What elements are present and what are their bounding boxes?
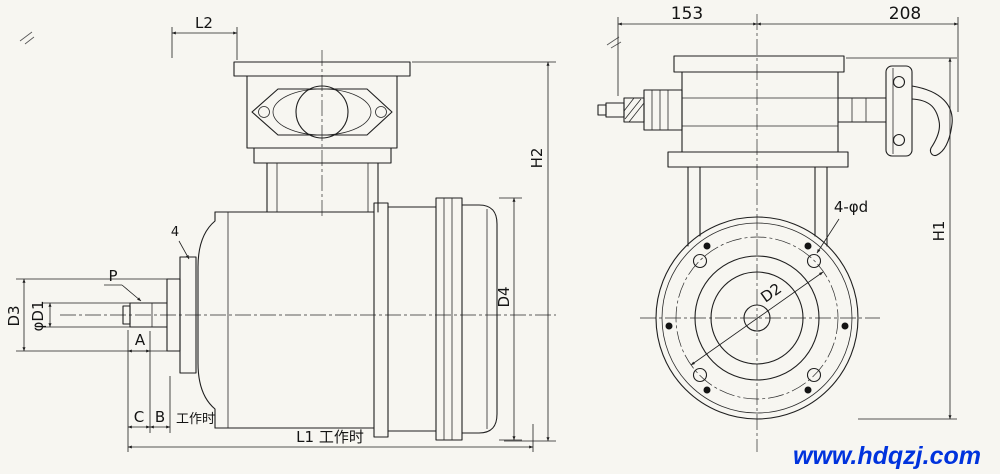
dim-label-working: 工作时: [176, 412, 215, 427]
dim-label-l2: L2: [195, 14, 213, 32]
cable-gland: [597, 89, 683, 131]
terminal-box: [233, 61, 411, 213]
dim-label-l1: L1 工作时: [296, 428, 364, 446]
bolt-circle: [675, 236, 839, 400]
watermark-url: www.hdqzj.com: [793, 442, 981, 470]
tick-marks: [19, 31, 622, 49]
end-view-dimensions: 153 208 H1 4-φd D2: [617, 4, 959, 420]
box-bolt-right: [375, 106, 387, 118]
release-lever: [837, 65, 953, 157]
motor-body: [197, 197, 498, 441]
dim-label-153: 153: [671, 4, 703, 24]
side-view-dimensions: L2 H2 D4 D3 φD1 P 4: [5, 14, 556, 452]
dim-label-h1: H1: [930, 221, 948, 242]
end-view: 153 208 H1 4-φd D2: [597, 4, 959, 452]
dim-label-c: C: [134, 408, 144, 426]
dim-label-208: 208: [889, 4, 921, 24]
mounting-holes: [692, 253, 822, 383]
dim-label-h2: H2: [528, 148, 546, 169]
dim-label-holes: 4-φd: [834, 198, 868, 216]
shaft-end: [122, 305, 131, 325]
brake-housing: [461, 204, 498, 434]
body-ring-flange: [373, 202, 389, 438]
screw-heads: [665, 242, 849, 394]
brake-flange: [435, 197, 463, 441]
dim-label-d1: φD1: [29, 301, 47, 332]
side-view-centerlines: [60, 50, 556, 316]
dim-label-d4: D4: [495, 286, 513, 307]
dim-label-4: 4: [171, 225, 179, 240]
end-view-neck: [687, 166, 828, 247]
dim-label-a: A: [135, 331, 146, 349]
box-bolt-left: [258, 106, 270, 118]
side-view: L2 H2 D4 D3 φD1 P 4: [5, 14, 556, 452]
dim-label-p: P: [108, 267, 117, 285]
dim-label-b: B: [155, 408, 165, 426]
dim-label-d3: D3: [5, 305, 23, 326]
